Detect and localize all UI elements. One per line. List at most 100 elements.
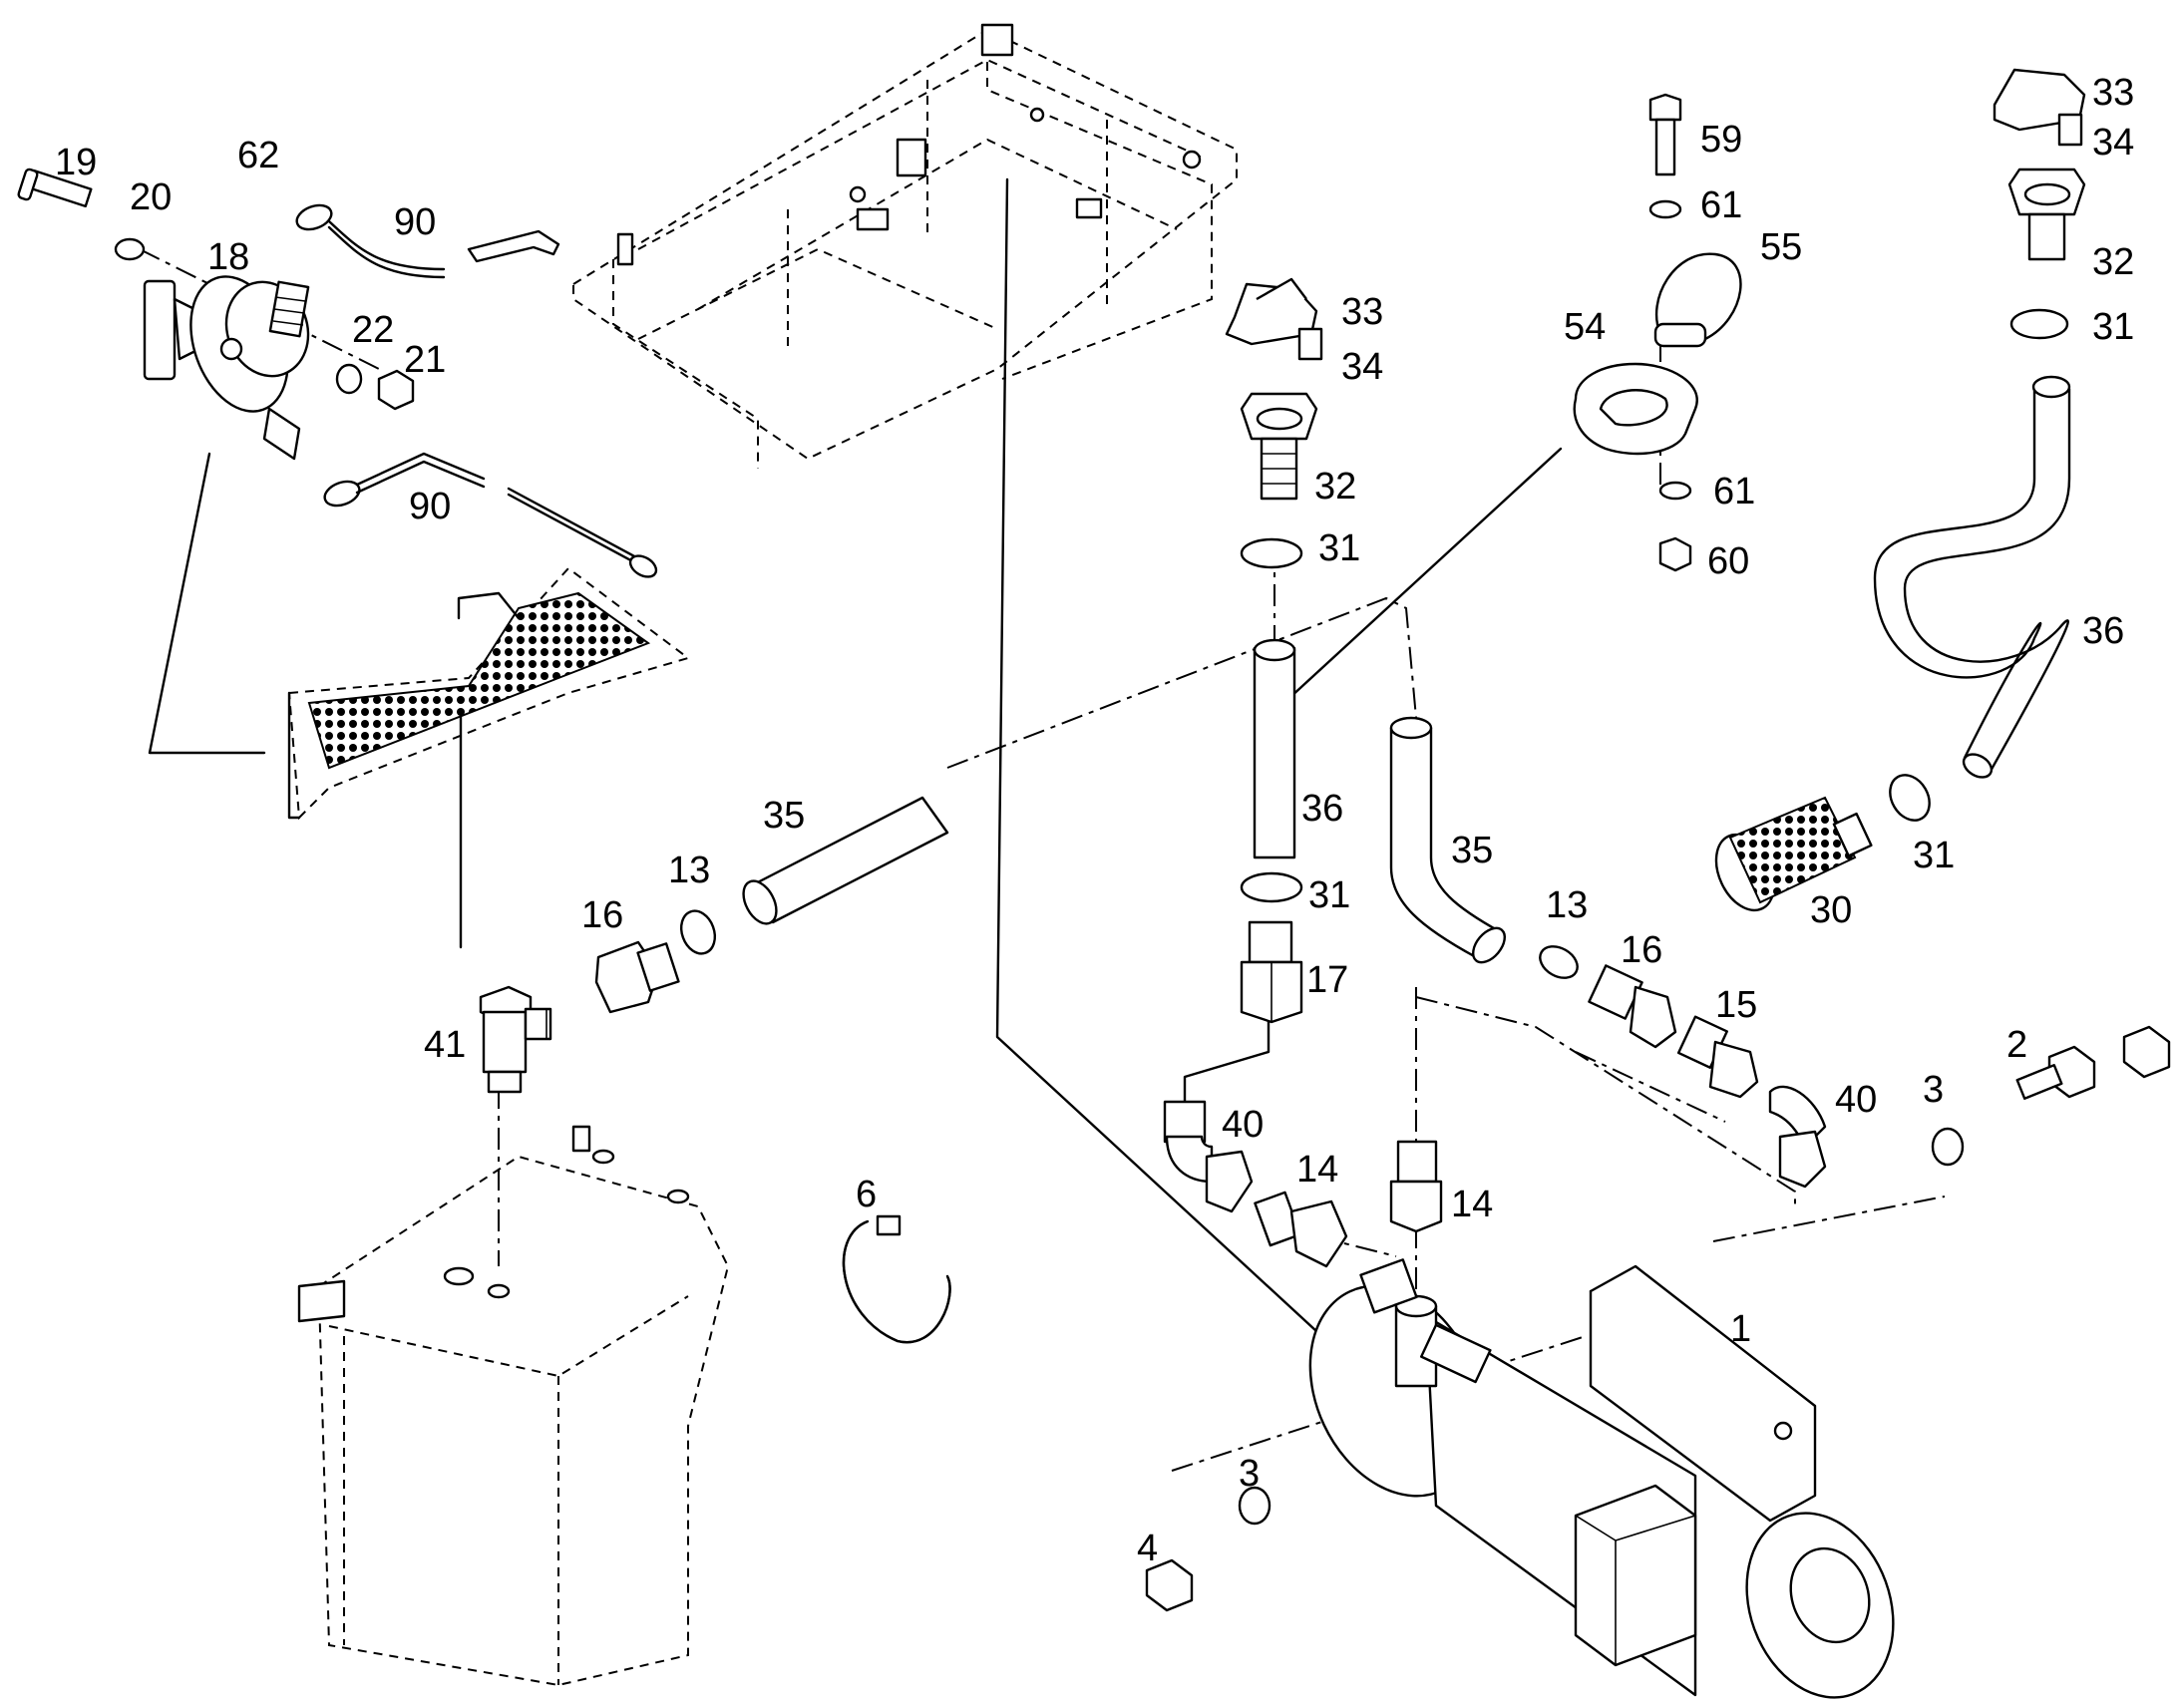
hose-path-35: [946, 596, 1417, 769]
elbow-40-right: [1768, 1085, 1827, 1189]
washer-3-right: [1931, 1127, 1965, 1167]
hose-clamp-strap-6: [842, 1214, 951, 1344]
label-part-20: 20: [130, 176, 172, 218]
nut-4: [1145, 1558, 1194, 1612]
label-part-2: 2: [2006, 1024, 2027, 1066]
label-part-35-right: 35: [1451, 830, 1493, 871]
label-part-40-right: 40: [1835, 1079, 1877, 1121]
label-part-3-left: 3: [1239, 1453, 1260, 1495]
valve-18: [143, 275, 310, 461]
hose-barb-62: [268, 280, 310, 338]
fitting-14-right: [1389, 1140, 1443, 1233]
clamp-31-right-top: [2009, 308, 2069, 340]
bolt-2: [2015, 1045, 2096, 1100]
label-part-32-center: 32: [1314, 466, 1356, 508]
cap-nut-top-right: [2122, 1025, 2171, 1079]
leader-holder-to-pipe: [1287, 447, 1563, 700]
label-part-36-right: 36: [2082, 610, 2124, 652]
label-part-4: 4: [1137, 1528, 1158, 1569]
coupling-32-center: [1240, 392, 1318, 501]
hose-35-right: [1389, 716, 1507, 964]
label-part-34-right: 34: [2092, 122, 2134, 164]
label-part-15: 15: [1715, 984, 1757, 1026]
fuel-tank: [297, 1125, 730, 1687]
elbow-40-left: [1163, 1100, 1254, 1213]
label-part-13-right: 13: [1546, 884, 1588, 926]
connector-17: [1240, 920, 1303, 1024]
label-part-14-right: 14: [1451, 1184, 1493, 1225]
clamp-31-center-top: [1240, 537, 1303, 569]
label-part-31-d: 31: [1913, 835, 1955, 876]
washer-22: [335, 363, 363, 395]
leader-valve-to-plate: [148, 452, 266, 755]
washer-20: [114, 237, 146, 261]
label-part-41: 41: [424, 1024, 466, 1066]
cables-90: [295, 203, 658, 578]
leader-17-to-40: [1183, 1020, 1271, 1109]
holder-54: [1573, 362, 1698, 456]
label-part-22: 22: [352, 309, 394, 351]
label-part-21: 21: [404, 339, 446, 381]
label-part-35-left: 35: [763, 795, 805, 837]
hose-36-right: [1873, 375, 2071, 779]
perforated-plate: [287, 566, 691, 821]
label-part-32-right: 32: [2092, 241, 2134, 283]
label-part-31-c: 31: [2092, 306, 2134, 348]
label-part-62: 62: [237, 135, 279, 176]
hose-connector-16-left: [594, 940, 680, 1014]
hose-36-center: [1253, 638, 1296, 859]
cap-33-right: [1993, 68, 2086, 147]
connector-15: [1676, 1015, 1759, 1099]
label-part-31-a: 31: [1318, 527, 1360, 569]
nut-60: [1658, 536, 1692, 572]
clamp-31-center-bottom: [1240, 871, 1303, 903]
drain-valve-assembly: [17, 168, 415, 461]
cap-33-center: [1225, 277, 1323, 361]
label-part-60: 60: [1707, 540, 1749, 582]
part-labels: 1 2 3 3 4 6 13 13 14 14 15 16 16 17 18 1…: [55, 72, 2134, 1569]
clip-55: [1653, 252, 1742, 348]
label-part-59: 59: [1700, 119, 1742, 161]
axis-16-15: [1575, 1051, 1726, 1123]
connector-16-right: [1588, 964, 1677, 1049]
label-part-19: 19: [55, 142, 97, 183]
label-part-13-left: 13: [668, 850, 710, 891]
leader-frame-to-pump: [995, 177, 1318, 1333]
elbow-fitting-41: [479, 985, 552, 1094]
label-part-61-top: 61: [1700, 184, 1742, 226]
label-part-33-right: 33: [2092, 72, 2134, 114]
label-part-18: 18: [207, 236, 249, 278]
fitting-14-left: [1254, 1191, 1348, 1268]
clamp-13-left: [679, 909, 717, 955]
label-part-3-right: 3: [1923, 1069, 1944, 1111]
label-part-90-bottom: 90: [409, 486, 451, 527]
label-part-6: 6: [856, 1174, 877, 1215]
label-part-90-top: 90: [394, 201, 436, 243]
pump-assembly-1: [1308, 1258, 1895, 1699]
chassis-frame: [572, 23, 1238, 469]
label-part-30: 30: [1810, 889, 1852, 931]
label-part-17: 17: [1306, 959, 1348, 1001]
washer-61-bottom: [1658, 481, 1692, 501]
bolt-59: [1648, 93, 1682, 176]
label-part-1: 1: [1730, 1308, 1751, 1350]
label-part-33-center: 33: [1341, 291, 1383, 333]
label-part-54: 54: [1564, 306, 1606, 348]
label-part-55: 55: [1760, 226, 1802, 268]
label-part-34-center: 34: [1341, 346, 1383, 388]
clamp-13-right: [1539, 945, 1579, 979]
coupling-32-right: [2007, 168, 2086, 261]
label-part-16-left: 16: [581, 894, 623, 936]
label-part-61-bottom: 61: [1713, 471, 1755, 512]
label-part-31-b: 31: [1308, 874, 1350, 916]
washer-3-left: [1238, 1486, 1272, 1526]
axis-pump-to-40: [1415, 996, 1796, 1206]
screw-19: [17, 168, 93, 208]
axis-3-to-pump: [1712, 1196, 1946, 1242]
hose-35-left: [742, 796, 949, 925]
label-part-36-center: 36: [1301, 788, 1343, 830]
nut-21: [377, 369, 415, 411]
clamp-31-filter: [1889, 774, 1931, 822]
